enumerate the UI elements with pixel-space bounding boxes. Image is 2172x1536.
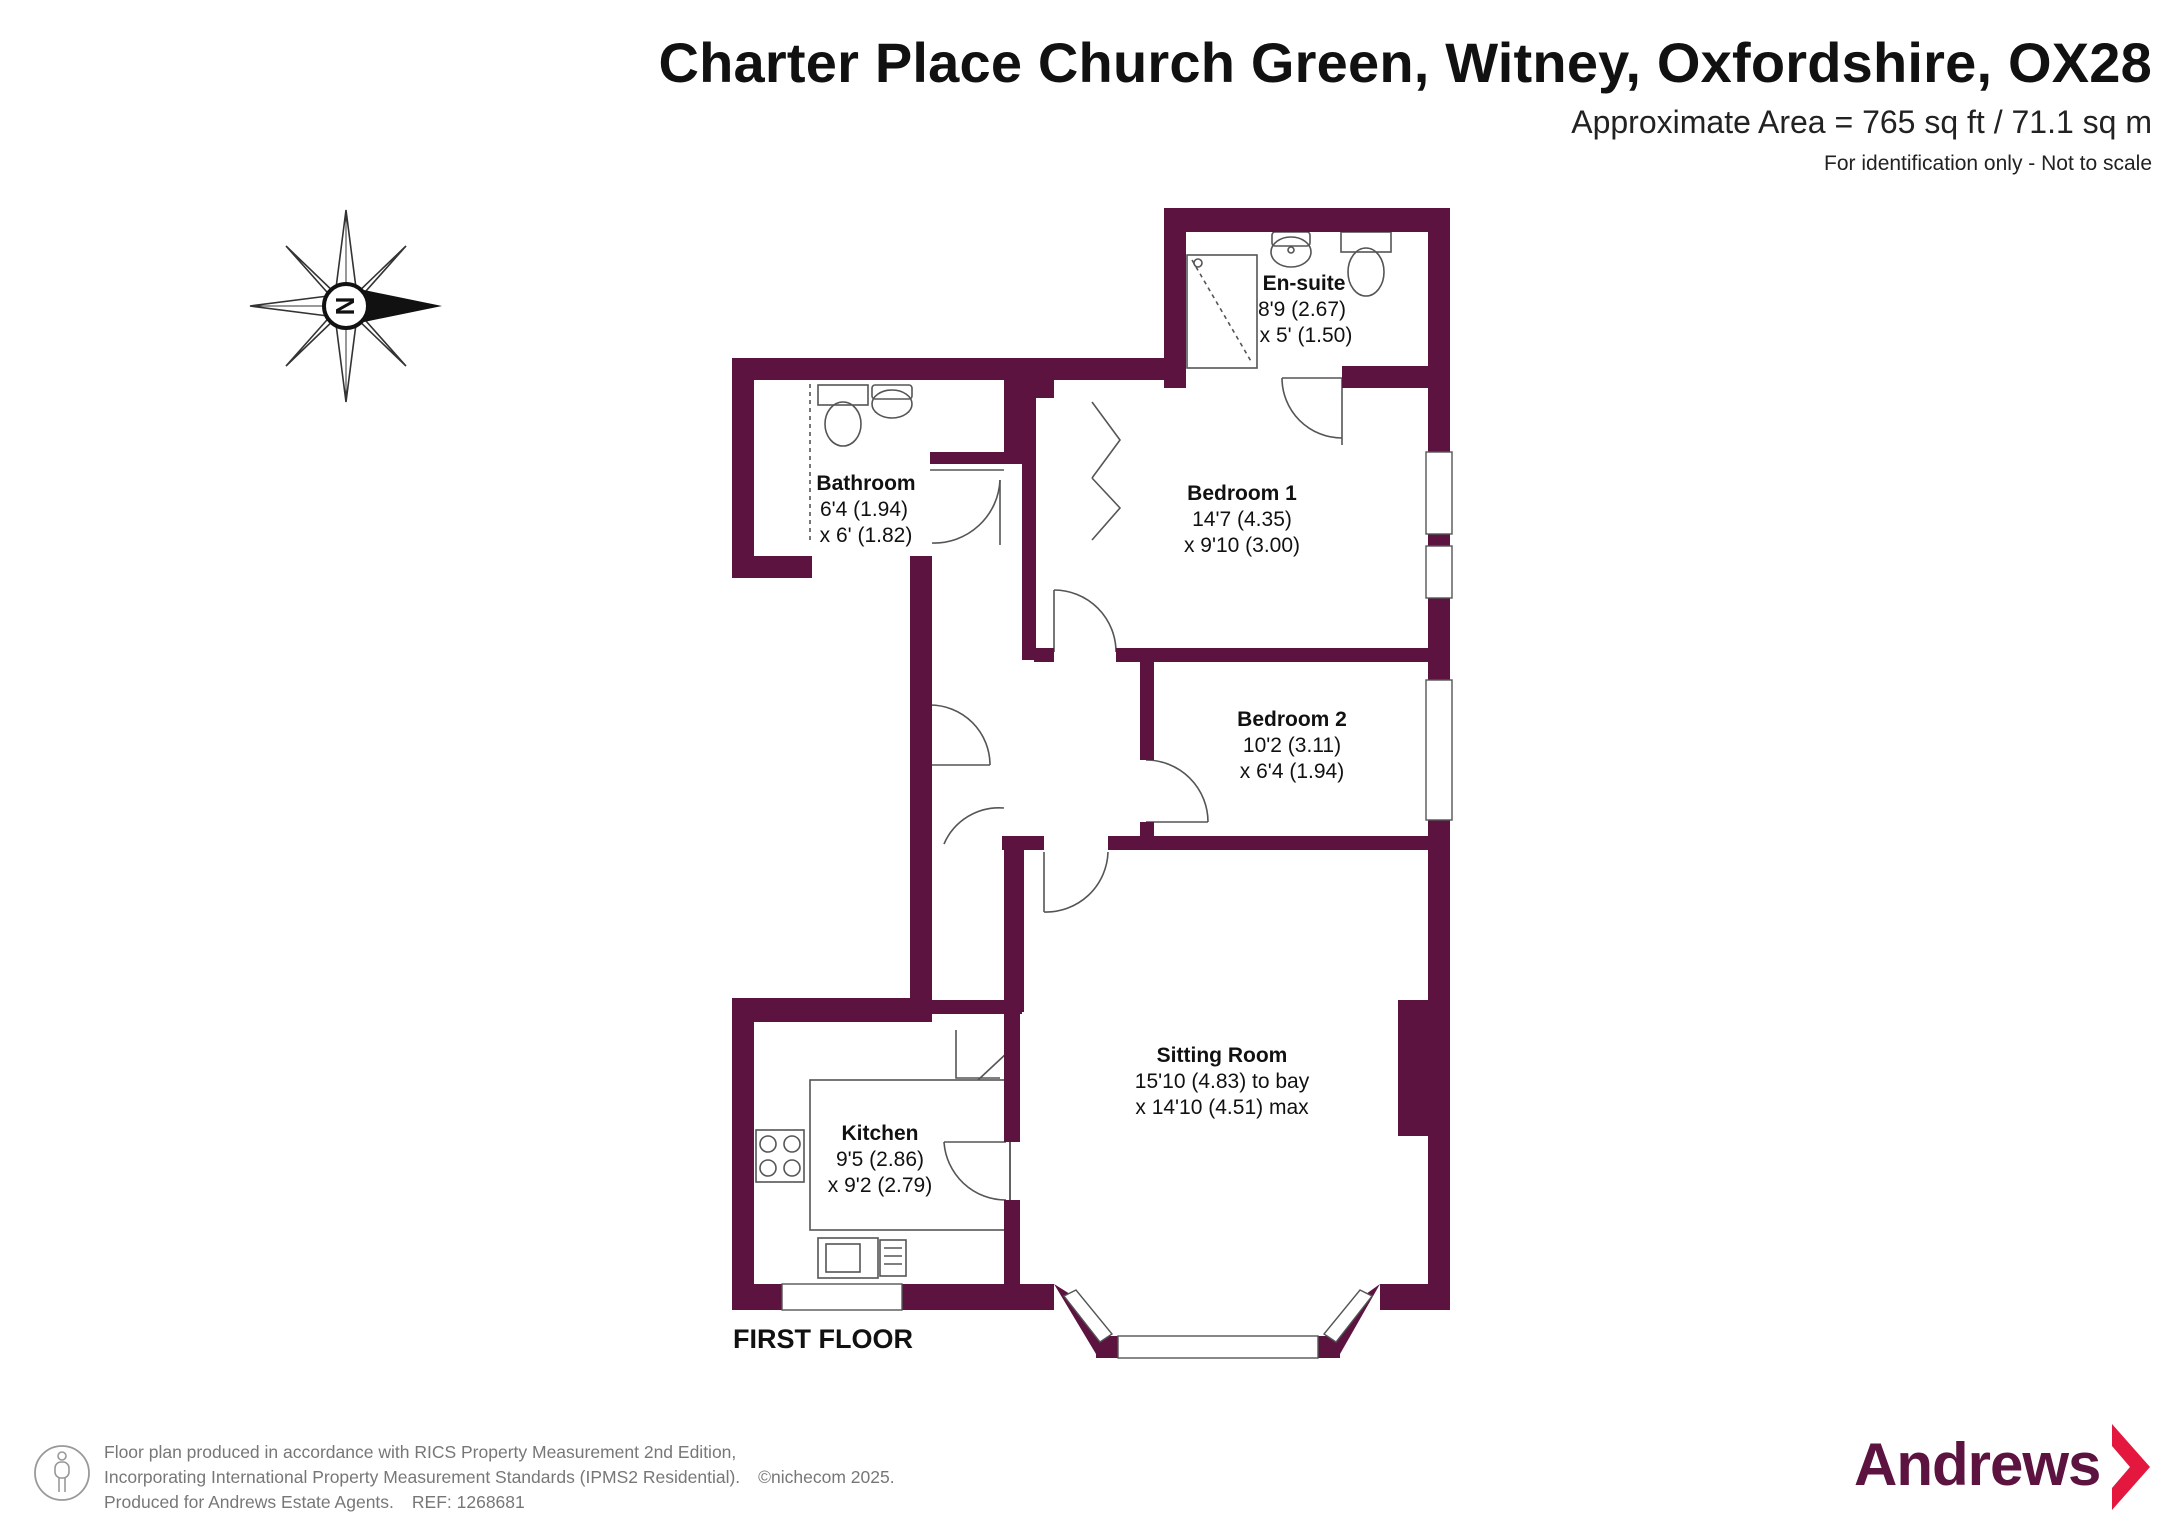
floor-label: FIRST FLOOR	[733, 1324, 913, 1354]
footer-ref: REF: 1268681	[411, 1492, 525, 1512]
room-labels: En-suite 8'9 (2.67) x 5' (1.50) Bathroom…	[816, 272, 1352, 1197]
room-name-sitting-room: Sitting Room	[1157, 1044, 1288, 1067]
compass-north-label: N	[330, 297, 360, 316]
room-dim-bathroom-2: x 6' (1.82)	[820, 524, 913, 547]
room-name-bedroom-1: Bedroom 1	[1187, 482, 1297, 505]
room-dim-en-suite-1: 8'9 (2.67)	[1258, 298, 1346, 321]
room-name-bedroom-2: Bedroom 2	[1237, 708, 1347, 731]
footer-line-3: Produced for Andrews Estate Agents. REF: …	[104, 1490, 895, 1515]
footer-line-2-text: Incorporating International Property Mea…	[104, 1467, 741, 1487]
room-dim-kitchen-2: x 9'2 (2.79)	[828, 1174, 932, 1197]
doors	[929, 377, 1343, 1201]
brand-arrow-icon	[2112, 1424, 2150, 1510]
room-dim-bedroom-1-2: x 9'10 (3.00)	[1184, 534, 1300, 557]
windows	[781, 451, 1453, 1359]
room-dim-bedroom-1-1: 14'7 (4.35)	[1192, 508, 1292, 531]
room-name-kitchen: Kitchen	[841, 1122, 918, 1145]
brand-name: Andrews	[1854, 1431, 2101, 1498]
footer-line-1: Floor plan produced in accordance with R…	[104, 1442, 737, 1462]
approximate-area: Approximate Area = 765 sq ft / 71.1 sq m	[1571, 104, 2152, 140]
room-dim-bedroom-2-2: x 6'4 (1.94)	[1240, 760, 1344, 783]
room-dim-bathroom-1: 6'4 (1.94)	[820, 498, 908, 521]
page-title: Charter Place Church Green, Witney, Oxfo…	[658, 31, 2152, 94]
footer-copyright: ©nichecom 2025.	[758, 1467, 895, 1487]
room-name-en-suite: En-suite	[1263, 272, 1346, 295]
footer-line-2: Incorporating International Property Mea…	[104, 1465, 895, 1490]
footer-line-3-text: Produced for Andrews Estate Agents.	[104, 1492, 394, 1512]
person-icon	[34, 1445, 90, 1501]
compass-icon: N	[249, 209, 442, 403]
scale-disclaimer: For identification only - Not to scale	[1824, 152, 2152, 175]
room-dim-en-suite-2: x 5' (1.50)	[1260, 324, 1353, 347]
room-dim-sitting-room-1: 15'10 (4.83) to bay	[1135, 1070, 1310, 1093]
footer-note: Floor plan produced in accordance with R…	[104, 1440, 895, 1515]
room-dim-sitting-room-2: x 14'10 (4.51) max	[1135, 1096, 1309, 1119]
room-dim-bedroom-2-1: 10'2 (3.11)	[1243, 734, 1341, 757]
room-name-bathroom: Bathroom	[816, 472, 915, 495]
room-dim-kitchen-1: 9'5 (2.86)	[836, 1148, 924, 1171]
